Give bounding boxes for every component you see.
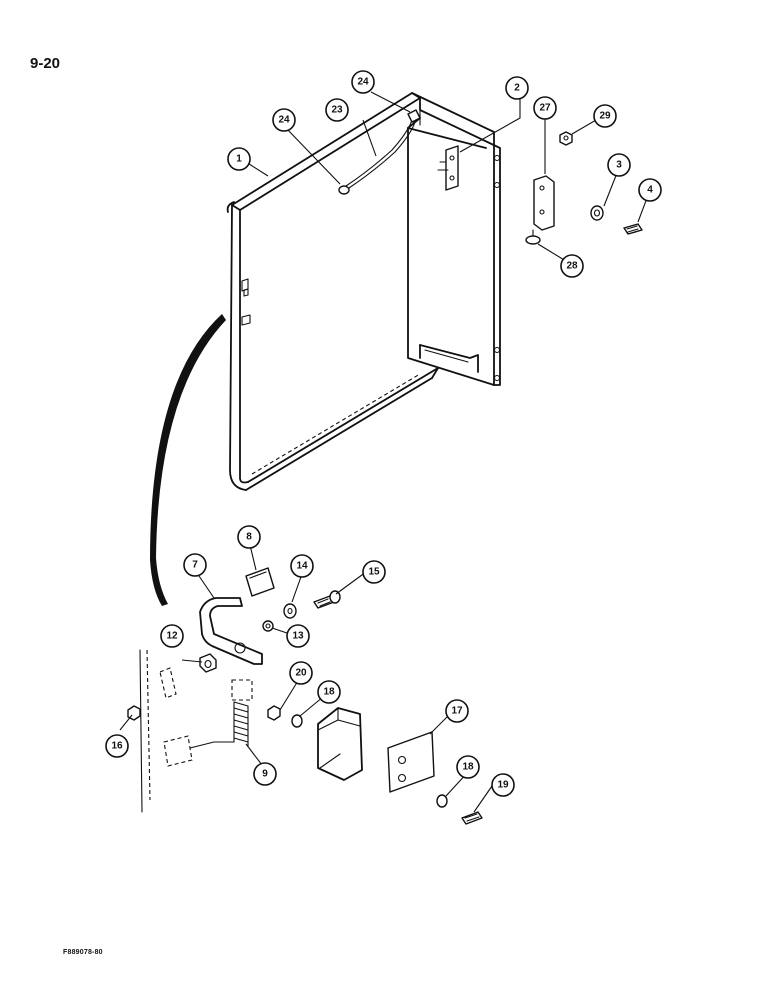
bolt-part-15 (313, 590, 341, 609)
callout-13: 13 (286, 624, 310, 648)
callout-7-label: 7 (192, 560, 198, 571)
bolt-part-19 (461, 811, 483, 825)
pad-part-8 (245, 567, 275, 597)
callout-16-label: 16 (111, 741, 123, 752)
callout-18-lower: 18 (456, 755, 480, 779)
callout-27: 27 (533, 96, 557, 120)
bolt-part-28 (525, 229, 541, 245)
leader-lines (119, 91, 648, 813)
door-frame (407, 92, 501, 386)
washer-part-14 (283, 603, 297, 619)
callout-14: 14 (290, 554, 314, 578)
callout-27-label: 27 (539, 103, 551, 114)
callout-24-left: 24 (272, 108, 296, 132)
figure-code: F889078-80 (63, 949, 103, 956)
callout-14-label: 14 (296, 561, 308, 572)
callout-8-label: 8 (246, 532, 252, 543)
door-edge (139, 649, 151, 813)
callout-1-label: 1 (236, 154, 242, 165)
callout-19: 19 (491, 773, 515, 797)
callout-7: 7 (183, 553, 207, 577)
door-panel-part-1 (226, 92, 439, 491)
washer-part-18-upper (291, 714, 303, 728)
callout-15: 15 (362, 560, 386, 584)
callout-29-label: 29 (599, 111, 611, 122)
callout-18-lower-label: 18 (462, 762, 474, 773)
callout-23: 23 (325, 98, 349, 122)
callout-4-label: 4 (647, 185, 653, 196)
callout-20-label: 20 (295, 668, 307, 679)
callout-24-top-label: 24 (357, 77, 369, 88)
mounting-plate-outline (159, 667, 193, 767)
callout-17: 17 (445, 699, 469, 723)
callout-9-label: 9 (262, 769, 268, 780)
callout-2: 2 (505, 76, 529, 100)
callout-2-label: 2 (514, 83, 520, 94)
plate-part-17 (387, 731, 435, 793)
latch-lever-part-7 (199, 597, 263, 665)
ground-cable-part-23 (338, 109, 421, 195)
washer-part-18-lower (436, 794, 448, 808)
hinge-plate-part-27 (533, 175, 555, 231)
callout-16: 16 (105, 734, 129, 758)
callout-23-label: 23 (331, 105, 343, 116)
page-number: 9-20 (30, 55, 61, 72)
callout-4: 4 (638, 178, 662, 202)
detail-pointer-arrow (150, 314, 226, 606)
callout-17-label: 17 (451, 706, 463, 717)
callout-24-top: 24 (351, 70, 375, 94)
callout-18-upper-label: 18 (323, 687, 335, 698)
striker-bracket (317, 707, 363, 781)
callout-3: 3 (607, 153, 631, 177)
bolt-part-4 (623, 223, 643, 235)
callout-13-label: 13 (292, 631, 304, 642)
callout-18-upper: 18 (317, 680, 341, 704)
bushing-part-12 (199, 653, 217, 673)
callout-19-label: 19 (497, 780, 509, 791)
callout-3-label: 3 (616, 160, 622, 171)
nut-part-20 (267, 705, 281, 721)
hinge-bracket-part-2 (437, 145, 459, 191)
callout-1: 1 (227, 147, 251, 171)
washer-part-3 (590, 205, 604, 221)
callout-8: 8 (237, 525, 261, 549)
callout-12-label: 12 (166, 631, 178, 642)
washer-part-13 (262, 620, 274, 632)
callout-9: 9 (253, 762, 277, 786)
callout-29: 29 (593, 104, 617, 128)
callout-28-label: 28 (566, 261, 578, 272)
callout-28: 28 (560, 254, 584, 278)
nut-part-29 (559, 131, 573, 146)
callout-12: 12 (160, 624, 184, 648)
spring-part-9 (189, 679, 253, 749)
callout-20: 20 (289, 661, 313, 685)
callout-15-label: 15 (368, 567, 380, 578)
callout-24-left-label: 24 (278, 115, 290, 126)
